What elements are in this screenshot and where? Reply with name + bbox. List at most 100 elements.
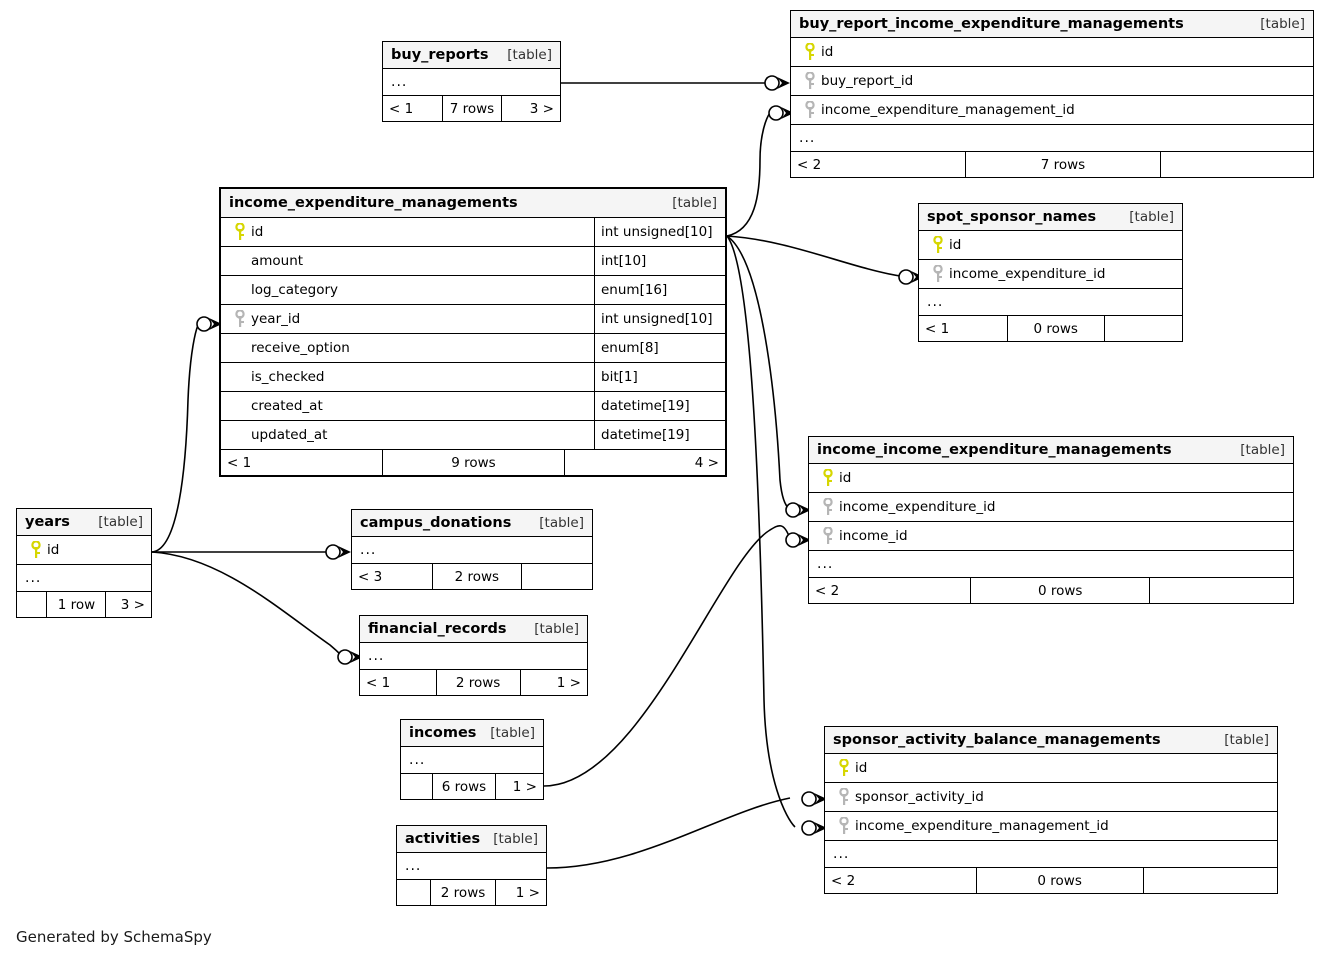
column-row[interactable]: income_expenditure_id xyxy=(809,493,1293,522)
column-left: updated_at xyxy=(221,421,594,449)
footer-parent-count[interactable]: < 3 xyxy=(358,568,383,585)
footer-child-count[interactable]: 4 > xyxy=(563,450,725,475)
footer-parent-count[interactable]: < 1 xyxy=(925,320,950,337)
column-name: buy_report_id xyxy=(821,73,914,89)
column-row[interactable]: id xyxy=(919,231,1182,260)
table-type-tag: [table] xyxy=(493,831,538,847)
hidden-columns-ellipsis: ... xyxy=(360,643,587,670)
footer-child-count[interactable]: 1 > xyxy=(494,774,543,799)
table-title: spot_sponsor_names xyxy=(927,209,1097,225)
table-spot-sponsor-names[interactable]: spot_sponsor_names [table] id income_exp… xyxy=(918,203,1183,342)
column-name: income_id xyxy=(839,528,908,544)
table-header: financial_records [table] xyxy=(360,616,587,643)
column-row[interactable]: income_id xyxy=(809,522,1293,551)
footer-parent-count[interactable]: < 2 xyxy=(797,156,822,173)
column-row[interactable]: buy_report_id xyxy=(791,67,1313,96)
footer-child-count[interactable] xyxy=(1142,868,1277,893)
table-campus-donations[interactable]: campus_donations [table] ... < 3 2 rows xyxy=(351,509,593,590)
table-title: sponsor_activity_balance_managements xyxy=(833,732,1161,748)
column-left: is_checked xyxy=(221,363,594,391)
table-buy-reports[interactable]: buy_reports [table] ... < 1 7 rows 3 > xyxy=(382,41,561,122)
column-row[interactable]: income_expenditure_management_id xyxy=(791,96,1313,125)
column-row[interactable]: id xyxy=(791,38,1313,67)
column-row[interactable]: receive_option enum[8] xyxy=(221,334,725,363)
hidden-columns-ellipsis: ... xyxy=(825,841,1277,868)
column-left: created_at xyxy=(221,392,594,420)
footer-parent-count[interactable]: < 1 xyxy=(227,454,252,471)
footer-child-count[interactable]: 1 > xyxy=(519,670,587,695)
column-name: year_id xyxy=(251,311,301,327)
table-financial-records[interactable]: financial_records [table] ... < 1 2 rows… xyxy=(359,615,588,696)
column-left: income_expenditure_management_id xyxy=(825,812,1277,840)
footer-parent-count[interactable]: < 1 xyxy=(389,100,414,117)
column-row[interactable]: year_id int unsigned[10] xyxy=(221,305,725,334)
table-header: activities [table] xyxy=(397,826,546,853)
footer-child-count[interactable] xyxy=(1103,316,1182,341)
table-header: incomes [table] xyxy=(401,720,543,747)
table-footer: 6 rows 1 > xyxy=(401,774,543,799)
column-name: is_checked xyxy=(251,369,325,385)
column-row[interactable]: income_expenditure_id xyxy=(919,260,1182,289)
footer-child-count[interactable] xyxy=(1160,152,1313,177)
table-title: buy_report_income_expenditure_management… xyxy=(799,16,1184,32)
column-row[interactable]: id int unsigned[10] xyxy=(221,218,725,247)
foreign-key-icon xyxy=(817,498,839,516)
table-footer: < 2 7 rows xyxy=(791,152,1313,177)
column-left: amount xyxy=(221,247,594,275)
footer-child-count[interactable]: 3 > xyxy=(105,592,151,617)
hidden-columns-ellipsis: ... xyxy=(809,551,1293,578)
column-left: income_expenditure_id xyxy=(919,260,1182,288)
table-years[interactable]: years [table] id ... 1 row 3 > xyxy=(16,508,152,618)
footer-parent-count[interactable] xyxy=(397,880,430,905)
column-type: datetime[19] xyxy=(594,392,725,420)
footer-row-count: 1 row xyxy=(46,592,105,617)
table-header: years [table] xyxy=(17,509,151,536)
primary-key-icon xyxy=(25,541,47,559)
table-footer: < 2 0 rows xyxy=(809,578,1293,603)
footer-parent-count[interactable] xyxy=(17,592,46,617)
footer-child-count[interactable] xyxy=(1149,578,1293,603)
footer-child-count[interactable]: 3 > xyxy=(501,96,560,121)
edge-iem-to-sabm xyxy=(726,235,796,828)
column-row[interactable]: is_checked bit[1] xyxy=(221,363,725,392)
hidden-columns-ellipsis: ... xyxy=(401,747,543,774)
footer-parent-count[interactable]: < 2 xyxy=(815,582,840,599)
hidden-columns-ellipsis: ... xyxy=(919,289,1182,316)
column-name: amount xyxy=(251,253,304,269)
column-row[interactable]: sponsor_activity_id xyxy=(825,783,1277,812)
column-left: id xyxy=(919,231,1182,259)
table-sponsor-activity-balance-managements[interactable]: sponsor_activity_balance_managements [ta… xyxy=(824,726,1278,894)
table-income-expenditure-managements[interactable]: income_expenditure_managements [table] i… xyxy=(219,187,727,477)
column-name: income_expenditure_management_id xyxy=(855,818,1109,834)
primary-key-icon xyxy=(833,759,855,777)
hidden-columns-ellipsis: ... xyxy=(397,853,546,880)
column-type: int[10] xyxy=(594,247,725,275)
edge-iem-to-spot-sponsor xyxy=(726,235,901,277)
table-title: buy_reports xyxy=(391,47,489,63)
column-row[interactable]: updated_at datetime[19] xyxy=(221,421,725,450)
column-row[interactable]: amount int[10] xyxy=(221,247,725,276)
table-buy-report-income-expenditure-managements[interactable]: buy_report_income_expenditure_management… xyxy=(790,10,1314,178)
footer-child-count[interactable] xyxy=(520,564,592,589)
column-row[interactable]: id xyxy=(17,536,151,565)
footer-child-count[interactable]: 1 > xyxy=(495,880,546,905)
column-row[interactable]: log_category enum[16] xyxy=(221,276,725,305)
hidden-columns-ellipsis: ... xyxy=(17,565,151,592)
column-row[interactable]: id xyxy=(825,754,1277,783)
footer-parent-count[interactable]: < 1 xyxy=(366,674,391,691)
footer-parent-count[interactable]: < 2 xyxy=(831,872,856,889)
footer-parent-count[interactable] xyxy=(401,774,432,799)
table-incomes[interactable]: incomes [table] ... 6 rows 1 > xyxy=(400,719,544,800)
foreign-key-icon xyxy=(833,788,855,806)
column-row[interactable]: income_expenditure_management_id xyxy=(825,812,1277,841)
table-type-tag: [table] xyxy=(98,514,143,530)
column-left: id xyxy=(809,464,1293,492)
footer-row-count: 0 rows xyxy=(970,578,1149,603)
table-footer: 2 rows 1 > xyxy=(397,880,546,905)
column-row[interactable]: id xyxy=(809,464,1293,493)
table-income-income-expenditure-managements[interactable]: income_income_expenditure_managements [t… xyxy=(808,436,1294,604)
column-name: created_at xyxy=(251,398,323,414)
table-activities[interactable]: activities [table] ... 2 rows 1 > xyxy=(396,825,547,906)
column-row[interactable]: created_at datetime[19] xyxy=(221,392,725,421)
table-type-tag: [table] xyxy=(490,725,535,741)
